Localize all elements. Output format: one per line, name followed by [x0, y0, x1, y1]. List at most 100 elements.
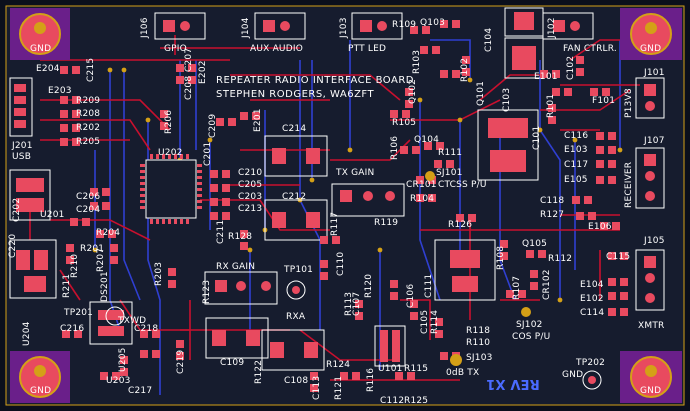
- ref-r108: R108: [496, 245, 506, 270]
- ref-r120: R120: [364, 273, 374, 298]
- label-rxa: RXA: [286, 312, 306, 322]
- label-tx-gain: TX GAIN: [336, 168, 375, 178]
- ref-u101: U101: [378, 364, 403, 374]
- ref-c110: C110: [336, 251, 346, 276]
- label-xmtr: XMTR: [638, 321, 665, 331]
- board-outline: [5, 5, 685, 406]
- label-txwd: TXWD: [118, 316, 147, 326]
- ref-c113: C113: [312, 375, 322, 400]
- ref-r118: R118: [466, 326, 491, 336]
- ref-e102: E102: [580, 294, 604, 304]
- ref-c215: C215: [86, 57, 96, 82]
- ref-e202: E202: [198, 60, 208, 84]
- ref-r110: R110: [466, 338, 491, 348]
- ref-c108: C108: [284, 376, 309, 386]
- ref-cr102: CR102: [542, 269, 552, 300]
- ref-c114: C114: [580, 308, 605, 318]
- label-p13v8: P13V8: [624, 88, 634, 118]
- ref-r101: R101: [546, 93, 556, 118]
- label-fan-ctrl: FAN CTRLR.: [563, 44, 617, 54]
- ref-r115: R115: [404, 364, 429, 374]
- ref-r127: R127: [540, 210, 565, 220]
- ref-r123: R123: [202, 279, 212, 304]
- ref-r122: R122: [254, 359, 264, 384]
- ref-c210: C210: [238, 168, 263, 178]
- ref-r104: R104: [410, 194, 435, 204]
- ref-e103: E103: [564, 145, 588, 155]
- ref-c116: C116: [564, 131, 589, 141]
- ref-e203: E203: [48, 86, 72, 96]
- ref-c209: C209: [208, 113, 218, 138]
- connector-pads: [14, 12, 656, 303]
- ref-e204: E204: [36, 64, 60, 74]
- ref-r102: R102: [460, 57, 470, 82]
- ref-c217: C217: [128, 386, 153, 396]
- label-gnd-tp202: GND: [562, 370, 584, 380]
- ref-j102: J102: [547, 17, 557, 38]
- ref-c214: C214: [282, 124, 307, 134]
- ref-q105: Q105: [522, 239, 548, 249]
- ref-c117: C117: [564, 160, 589, 170]
- ref-c205: C205: [238, 180, 263, 190]
- ref-c207: C207: [184, 47, 194, 72]
- ref-j105: J105: [644, 236, 665, 246]
- ref-r114: R114: [430, 309, 440, 334]
- ref-r112: R112: [548, 254, 573, 264]
- board-title-line1: REPEATER RADIO INTERFACE BOARD: [216, 75, 414, 86]
- ref-e101: E101: [534, 72, 558, 82]
- ref-ds201: DS201: [100, 271, 110, 302]
- ref-r126: R126: [448, 220, 473, 230]
- ref-c202: C202: [12, 197, 22, 222]
- ref-e105: E105: [564, 175, 588, 185]
- ref-r208: R208: [76, 109, 101, 119]
- ref-c111: C111: [424, 273, 434, 298]
- label-aux-audio: AUX AUDIO: [250, 44, 303, 54]
- ref-c203: C203: [238, 192, 263, 202]
- label-cos-pu: COS P/U: [512, 332, 551, 342]
- board-title-line2: STEPHEN RODGERS, WA6ZFT: [216, 89, 375, 100]
- ref-c216: C216: [60, 324, 85, 334]
- ref-c208: C208: [184, 75, 194, 100]
- ref-r119: R119: [374, 218, 399, 228]
- ref-c106: C106: [406, 283, 416, 308]
- ref-r203: R203: [154, 261, 164, 286]
- ref-r204: R204: [96, 228, 121, 238]
- ref-c218: C218: [134, 324, 159, 334]
- ref-r111: R111: [438, 148, 463, 158]
- ref-r105: R105: [392, 118, 417, 128]
- ref-c212: C212: [282, 192, 307, 202]
- ref-r107: R107: [512, 275, 522, 300]
- ref-u201: U201: [40, 210, 65, 220]
- ref-r125: R125: [404, 396, 429, 406]
- ref-c112: C112: [380, 396, 405, 406]
- label-rx-gain: RX GAIN: [216, 262, 256, 272]
- label-gpio: GPIO: [164, 44, 187, 54]
- ref-r206: R206: [164, 109, 174, 134]
- ref-c204: C204: [76, 205, 101, 215]
- label-receiver: RECEIVER: [624, 161, 634, 208]
- ref-r121: R121: [334, 375, 344, 400]
- ref-r117: R117: [330, 211, 340, 236]
- ref-c107: C107: [352, 291, 362, 316]
- ref-j107: J107: [644, 136, 665, 146]
- ref-c201: C201: [203, 141, 213, 166]
- label-ptt-led: PTT LED: [348, 44, 387, 54]
- ref-c103: C103: [502, 87, 512, 112]
- mounting-holes: [10, 8, 682, 403]
- ref-sj103: SJ103: [466, 353, 493, 363]
- ref-c219: C219: [176, 349, 186, 374]
- mcu-u202: [140, 154, 202, 224]
- ref-c104: C104: [484, 27, 494, 52]
- ref-c105: C105: [420, 309, 430, 334]
- ref-r201: R201: [80, 244, 105, 254]
- ref-e106: E106: [588, 222, 612, 232]
- ref-q101: Q101: [476, 80, 486, 106]
- ref-r128: R128: [228, 232, 253, 242]
- ref-u202: U202: [158, 148, 183, 158]
- ref-r202: R202: [76, 123, 101, 133]
- ref-sj101: SJ101: [436, 168, 463, 178]
- label-tp201: TP201: [64, 308, 94, 318]
- ref-r116: R116: [366, 367, 376, 392]
